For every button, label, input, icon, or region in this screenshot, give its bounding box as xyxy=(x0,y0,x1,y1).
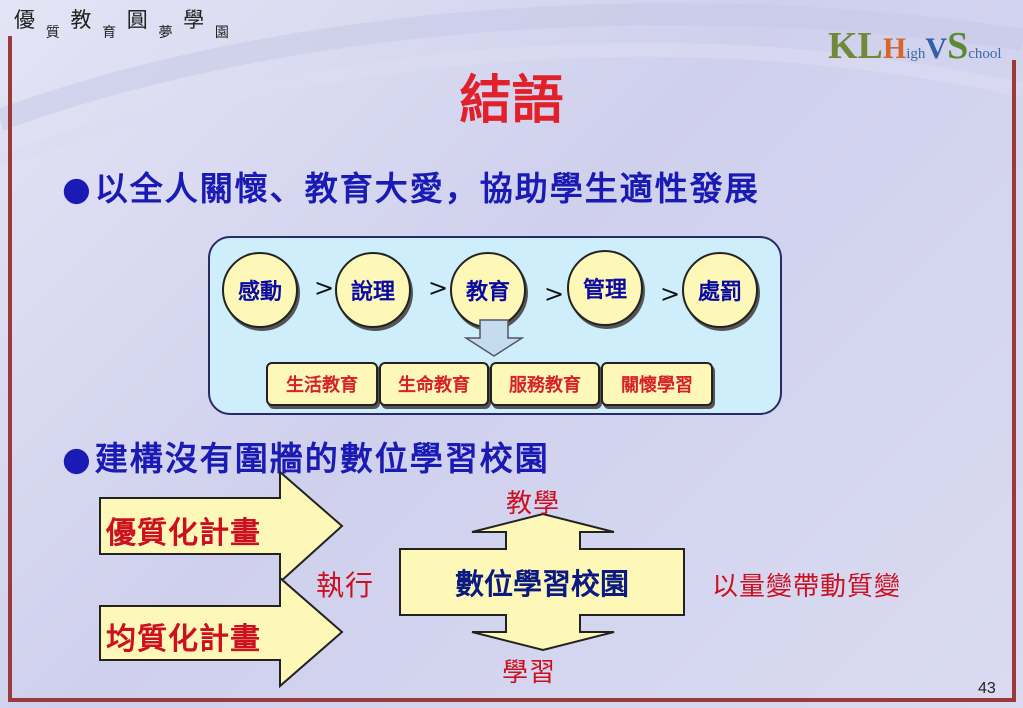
down-arrow-icon xyxy=(464,319,524,357)
flow-separator: > xyxy=(660,280,681,308)
flow-separator: > xyxy=(314,274,335,302)
plan-arrows xyxy=(99,470,344,689)
flow-circle-punish: 處罰 xyxy=(682,252,758,328)
tag-care-learning: 關懷學習 xyxy=(601,362,713,406)
frame-right xyxy=(1012,60,1016,702)
logo-char: 園 xyxy=(214,25,231,41)
bullet-2-text: 建構沒有圍牆的數位學習校園 xyxy=(94,439,550,478)
tag-service-education: 服務教育 xyxy=(490,362,600,406)
tag-life-value-education: 生命教育 xyxy=(379,362,489,406)
flow-separator: > xyxy=(428,274,449,302)
school-slogan-logo: 優 質 教 育 圓 夢 學 園 xyxy=(14,4,231,42)
flow-circle-manage: 管理 xyxy=(567,250,643,326)
logo-char: 教 xyxy=(70,8,94,32)
logo-char: 學 xyxy=(183,8,207,32)
frame-left xyxy=(8,36,12,700)
bullet-dot-icon: ● xyxy=(62,439,93,478)
logo-char: 育 xyxy=(102,25,119,41)
digital-campus-center: 數位學習校園 xyxy=(454,567,629,601)
quantity-quality-label: 以量變帶動質變 xyxy=(712,572,902,602)
page-number: 43 xyxy=(978,680,996,697)
double-arrow-box xyxy=(399,512,685,652)
logo-char: 質 xyxy=(45,25,62,41)
bullet-dot-icon: ● xyxy=(62,169,93,208)
logo-char: 圓 xyxy=(126,8,150,32)
frame-bottom xyxy=(8,698,1016,702)
flow-circle-education: 教育 xyxy=(450,252,526,328)
flow-circle-reason: 說理 xyxy=(335,252,411,328)
logo-char: 夢 xyxy=(158,25,175,41)
learning-label: 學習 xyxy=(502,658,557,688)
tag-life-education: 生活教育 xyxy=(266,362,378,406)
bullet-1: ●以全人關懷、教育大愛，協助學生適性發展 xyxy=(62,162,760,210)
teaching-label: 教學 xyxy=(506,489,561,519)
bullet-1-text: 以全人關懷、教育大愛，協助學生適性發展 xyxy=(94,169,760,208)
plan-equality: 均質化計畫 xyxy=(106,622,261,657)
slide-title: 結語 xyxy=(459,70,564,131)
plan-quality: 優質化計畫 xyxy=(106,516,261,551)
flow-separator: > xyxy=(544,280,565,308)
bullet-2: ●建構沒有圍牆的數位學習校園 xyxy=(62,432,550,480)
execute-label: 執行 xyxy=(316,569,375,602)
flow-circle-moved: 感動 xyxy=(222,252,298,328)
logo-char: 優 xyxy=(14,8,37,32)
klhvs-school-logo: KLHighVSchool xyxy=(828,25,1002,67)
